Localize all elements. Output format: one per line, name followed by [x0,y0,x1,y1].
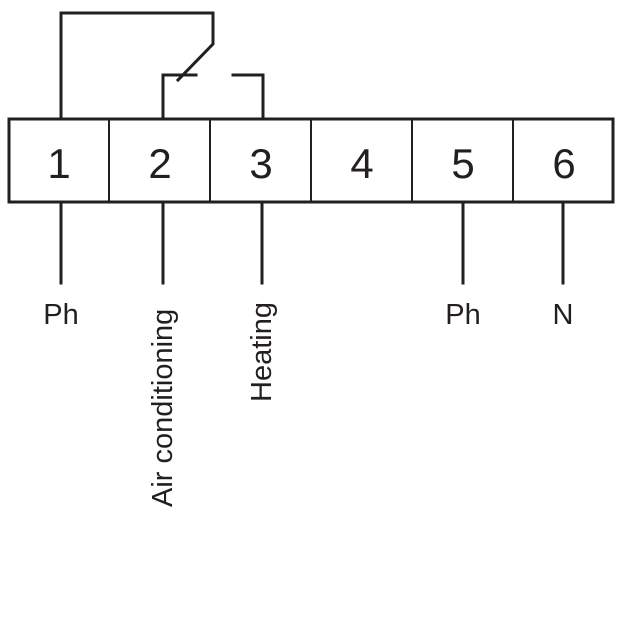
terminal-number: 1 [47,140,70,187]
terminal-number: 5 [451,140,474,187]
terminal-number: 2 [148,140,171,187]
relay-common-wire [59,11,215,120]
label-terminal-6: N [553,299,574,331]
terminal-number: 4 [350,140,373,187]
label-terminal-2: Air conditioning [147,309,179,507]
label-terminal-3: Heating [246,302,278,402]
terminal-number: 6 [552,140,575,187]
label-terminal-1: Ph [43,299,78,331]
relay-contact-3 [231,73,265,120]
label-terminal-5: Ph [445,299,480,331]
relay-contact-2 [161,73,198,120]
terminal-number: 3 [249,140,272,187]
